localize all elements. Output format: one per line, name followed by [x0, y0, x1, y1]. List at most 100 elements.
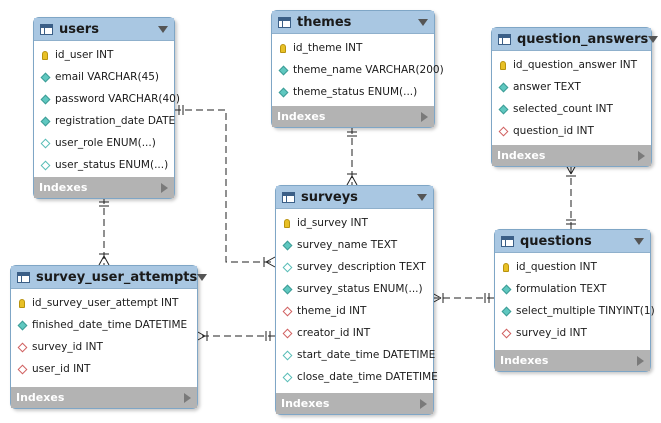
- column-label: survey_description TEXT: [297, 261, 426, 273]
- column-row[interactable]: survey_name TEXT: [276, 234, 433, 256]
- column-row[interactable]: user_status ENUM(...): [34, 154, 174, 176]
- filled-diamond-icon: [16, 320, 28, 330]
- many-cardinality-marker: [98, 255, 105, 266]
- column-row[interactable]: question_id INT: [492, 120, 651, 142]
- expand-arrow-icon[interactable]: [420, 398, 427, 409]
- indexes-section[interactable]: Indexes: [492, 145, 651, 166]
- column-label: user_role ENUM(...): [55, 137, 156, 149]
- column-row[interactable]: id_theme INT: [272, 37, 434, 59]
- table-name: question_answers: [517, 31, 649, 47]
- column-row[interactable]: id_survey INT: [276, 212, 433, 234]
- indexes-section[interactable]: Indexes: [276, 393, 433, 414]
- foreign-key-diamond-icon: [500, 328, 512, 338]
- table-survey-user-attempts[interactable]: survey_user_attempts id_survey_user_atte…: [10, 265, 208, 409]
- outline-diamond-icon: [281, 262, 293, 272]
- many-cardinality-marker: [265, 261, 276, 268]
- column-row[interactable]: survey_id INT: [11, 336, 197, 358]
- table-surveys[interactable]: surveys id_survey INT survey_name TEXT sur…: [275, 185, 438, 415]
- table-users[interactable]: users id_user INT email VARCHAR(45) passwo…: [33, 17, 180, 199]
- collapse-arrow-icon[interactable]: [417, 193, 427, 201]
- indexes-section[interactable]: Indexes: [11, 387, 197, 408]
- table-icon: [17, 271, 30, 283]
- table-header[interactable]: question_answers: [492, 28, 659, 51]
- column-row[interactable]: registration_date DATE: [34, 110, 176, 132]
- expand-arrow-icon[interactable]: [637, 355, 644, 366]
- column-label: registration_date DATE: [55, 115, 176, 127]
- column-label: id_survey INT: [297, 217, 368, 229]
- table-name: surveys: [301, 189, 358, 205]
- column-row[interactable]: theme_id INT: [276, 300, 433, 322]
- column-row[interactable]: answer TEXT: [492, 76, 651, 98]
- column-row[interactable]: survey_status ENUM(...): [276, 278, 433, 300]
- table-header[interactable]: surveys: [276, 186, 433, 209]
- column-row[interactable]: select_multiple TINYINT(1): [495, 300, 655, 322]
- table-header[interactable]: themes: [272, 11, 434, 34]
- table-question-answers[interactable]: question_answers id_question_answer INT a…: [491, 27, 659, 167]
- column-row[interactable]: theme_name VARCHAR(200): [272, 59, 444, 81]
- column-list: id_theme INT theme_name VARCHAR(200)theme…: [272, 34, 444, 103]
- primary-key-icon: [39, 50, 51, 60]
- column-row[interactable]: close_date_time DATETIME: [276, 366, 438, 388]
- column-row[interactable]: email VARCHAR(45): [34, 66, 174, 88]
- column-row[interactable]: id_user INT: [34, 44, 174, 66]
- table-name: themes: [297, 14, 352, 30]
- column-row[interactable]: id_question_answer INT: [492, 54, 651, 76]
- column-label: id_question_answer INT: [513, 59, 638, 71]
- collapse-arrow-icon[interactable]: [648, 35, 659, 43]
- outline-diamond-icon: [39, 138, 51, 148]
- outline-diamond-icon: [281, 372, 293, 382]
- column-row[interactable]: password VARCHAR(40): [34, 88, 180, 110]
- column-row[interactable]: creator_id INT: [276, 322, 433, 344]
- collapse-arrow-icon[interactable]: [418, 18, 428, 26]
- expand-arrow-icon[interactable]: [421, 111, 428, 122]
- foreign-key-diamond-icon: [16, 364, 28, 374]
- table-themes[interactable]: themes id_theme INT theme_name VARCHAR(20…: [271, 10, 444, 128]
- column-label: password VARCHAR(40): [55, 93, 180, 105]
- table-icon: [282, 191, 295, 203]
- filled-diamond-icon: [39, 116, 51, 126]
- outline-diamond-icon: [281, 350, 293, 360]
- column-row[interactable]: id_question INT: [495, 256, 650, 278]
- expand-arrow-icon[interactable]: [638, 150, 645, 161]
- column-list: id_user INT email VARCHAR(45) password VAR…: [34, 41, 180, 176]
- filled-diamond-icon: [281, 240, 293, 250]
- indexes-label: Indexes: [16, 391, 65, 404]
- column-row[interactable]: finished_date_time DATETIME: [11, 314, 197, 336]
- column-label: user_status ENUM(...): [55, 159, 169, 171]
- column-row[interactable]: formulation TEXT: [495, 278, 650, 300]
- column-label: id_theme INT: [293, 42, 363, 54]
- expand-arrow-icon[interactable]: [184, 392, 191, 403]
- column-row[interactable]: user_role ENUM(...): [34, 132, 174, 154]
- filled-diamond-icon: [281, 284, 293, 294]
- collapse-arrow-icon[interactable]: [197, 273, 208, 281]
- collapse-arrow-icon[interactable]: [158, 25, 168, 33]
- table-header[interactable]: questions: [495, 230, 650, 253]
- table-icon: [498, 33, 511, 45]
- column-row[interactable]: start_date_time DATETIME: [276, 344, 435, 366]
- filled-diamond-icon: [497, 104, 509, 114]
- table-header[interactable]: survey_user_attempts: [11, 266, 208, 289]
- column-row[interactable]: survey_description TEXT: [276, 256, 433, 278]
- column-label: formulation TEXT: [516, 283, 607, 295]
- expand-arrow-icon[interactable]: [161, 182, 168, 193]
- column-row[interactable]: theme_status ENUM(...): [272, 81, 434, 103]
- primary-key-icon: [277, 43, 289, 53]
- table-questions[interactable]: questions id_question INT formulation TEX…: [494, 229, 655, 372]
- column-row[interactable]: user_id INT: [11, 358, 197, 380]
- relationship-line-users-surveys[interactable]: [174, 109, 275, 263]
- filled-diamond-icon: [39, 72, 51, 82]
- indexes-section[interactable]: Indexes: [495, 350, 650, 371]
- foreign-key-diamond-icon: [281, 328, 293, 338]
- table-header[interactable]: users: [34, 18, 174, 41]
- column-label: email VARCHAR(45): [55, 71, 160, 83]
- collapse-arrow-icon[interactable]: [634, 237, 644, 245]
- column-label: id_survey_user_attempt INT: [32, 297, 179, 309]
- indexes-section[interactable]: Indexes: [34, 177, 174, 198]
- column-row[interactable]: survey_id INT: [495, 322, 650, 344]
- indexes-section[interactable]: Indexes: [272, 106, 434, 127]
- column-row[interactable]: selected_count INT: [492, 98, 651, 120]
- table-name: questions: [520, 233, 592, 249]
- column-row[interactable]: id_survey_user_attempt INT: [11, 292, 197, 314]
